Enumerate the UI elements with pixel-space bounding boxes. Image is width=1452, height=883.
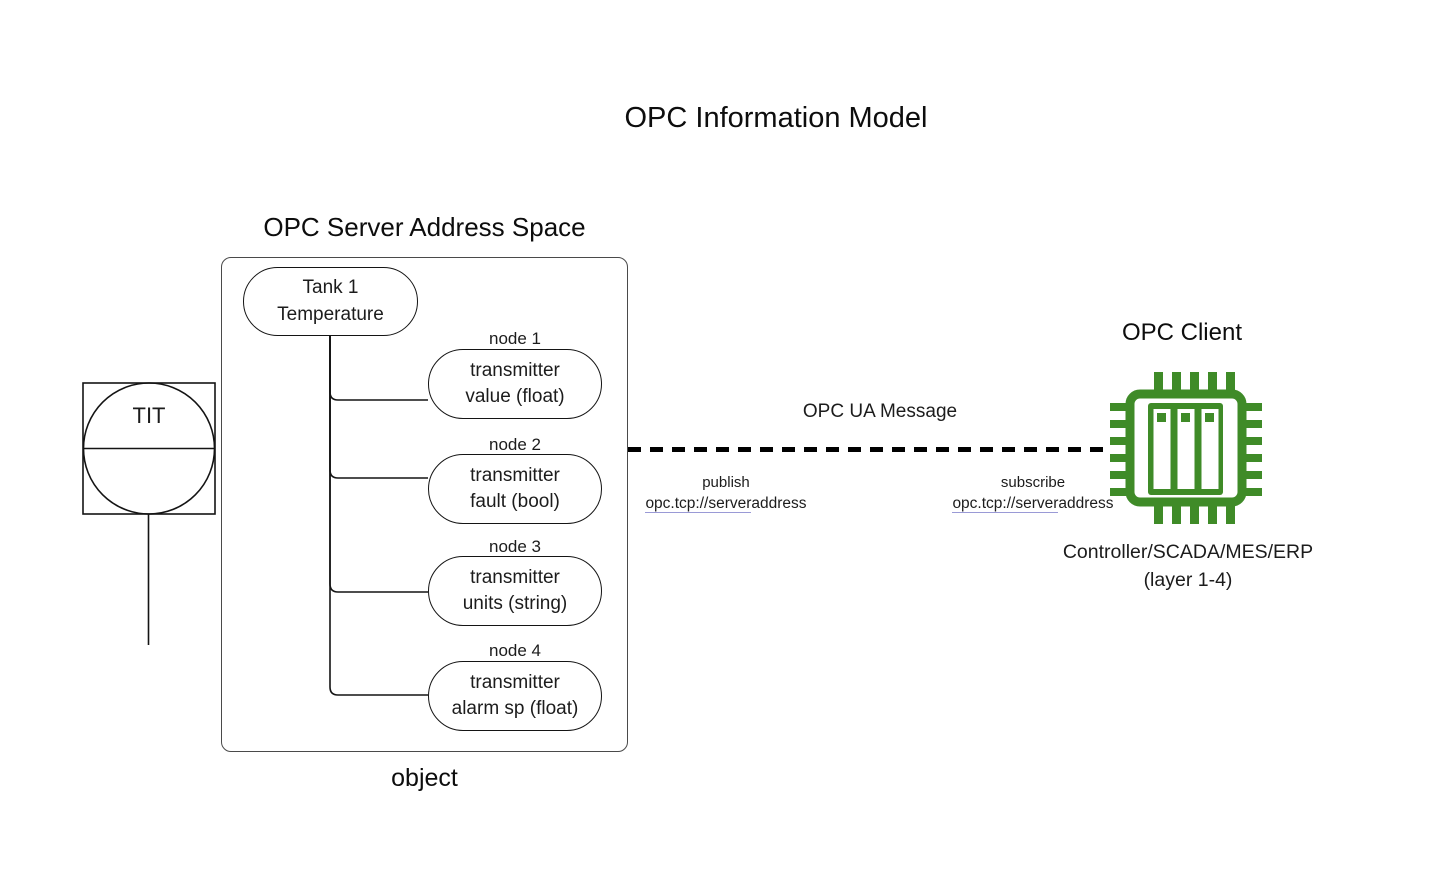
opc-client-heading: OPC Client <box>1121 319 1243 346</box>
publish-endpoint: publish opc.tcp://serveraddress <box>616 472 836 514</box>
node1-line1: transmitter <box>470 359 560 381</box>
node2-line1: transmitter <box>470 464 560 486</box>
publish-url: opc.tcp://serveraddress <box>616 493 836 514</box>
node2-oval: transmitter fault (bool) <box>428 454 602 524</box>
node1-label: node 1 <box>489 329 541 348</box>
publish-url-rest: address <box>751 495 807 512</box>
publish-url-link[interactable]: opc.tcp://server <box>645 495 752 513</box>
subscribe-action-label: subscribe <box>1000 474 1066 491</box>
publish-action-label: publish <box>702 474 750 491</box>
ua-message-dashed-line <box>628 447 1106 452</box>
node3-label: node 3 <box>489 537 541 556</box>
subscribe-endpoint: subscribe opc.tcp://serveraddress <box>923 472 1143 514</box>
node1-oval: transmitter value (float) <box>428 349 602 419</box>
ua-message-label: OPC UA Message <box>802 401 958 422</box>
client-caption-line2: (layer 1-4) <box>1143 569 1233 591</box>
cpu-chip-icon <box>1110 372 1262 524</box>
object-caption: object <box>391 764 458 792</box>
subscribe-url: opc.tcp://serveraddress <box>923 493 1143 514</box>
node4-label: node 4 <box>489 641 541 660</box>
node3-line1: transmitter <box>470 566 560 588</box>
node2-label: node 2 <box>489 435 541 454</box>
node3-oval: transmitter units (string) <box>428 556 602 626</box>
server-address-space-heading: OPC Server Address Space <box>263 212 586 242</box>
client-caption-line1: Controller/SCADA/MES/ERP <box>1062 541 1314 563</box>
instrument-tag-label: TIT <box>132 403 166 428</box>
diagram-title: OPC Information Model <box>624 102 928 134</box>
node1-line2: value (float) <box>465 386 565 407</box>
node4-oval: transmitter alarm sp (float) <box>428 661 602 731</box>
tank-root-node: Tank 1 Temperature <box>243 267 418 336</box>
tank-node-line1: Tank 1 <box>302 277 359 299</box>
server-object-box <box>221 257 628 752</box>
node2-line2: fault (bool) <box>470 491 560 512</box>
subscribe-url-link[interactable]: opc.tcp://server <box>952 495 1059 513</box>
node3-line2: units (string) <box>462 593 568 614</box>
client-caption: Controller/SCADA/MES/ERP (layer 1-4) <box>1016 538 1360 594</box>
node4-line2: alarm sp (float) <box>451 698 579 719</box>
temperature-transmitter-symbol <box>82 382 216 645</box>
tank-node-line2: Temperature <box>277 303 384 325</box>
subscribe-url-rest: address <box>1058 495 1114 512</box>
node4-line1: transmitter <box>470 671 560 693</box>
